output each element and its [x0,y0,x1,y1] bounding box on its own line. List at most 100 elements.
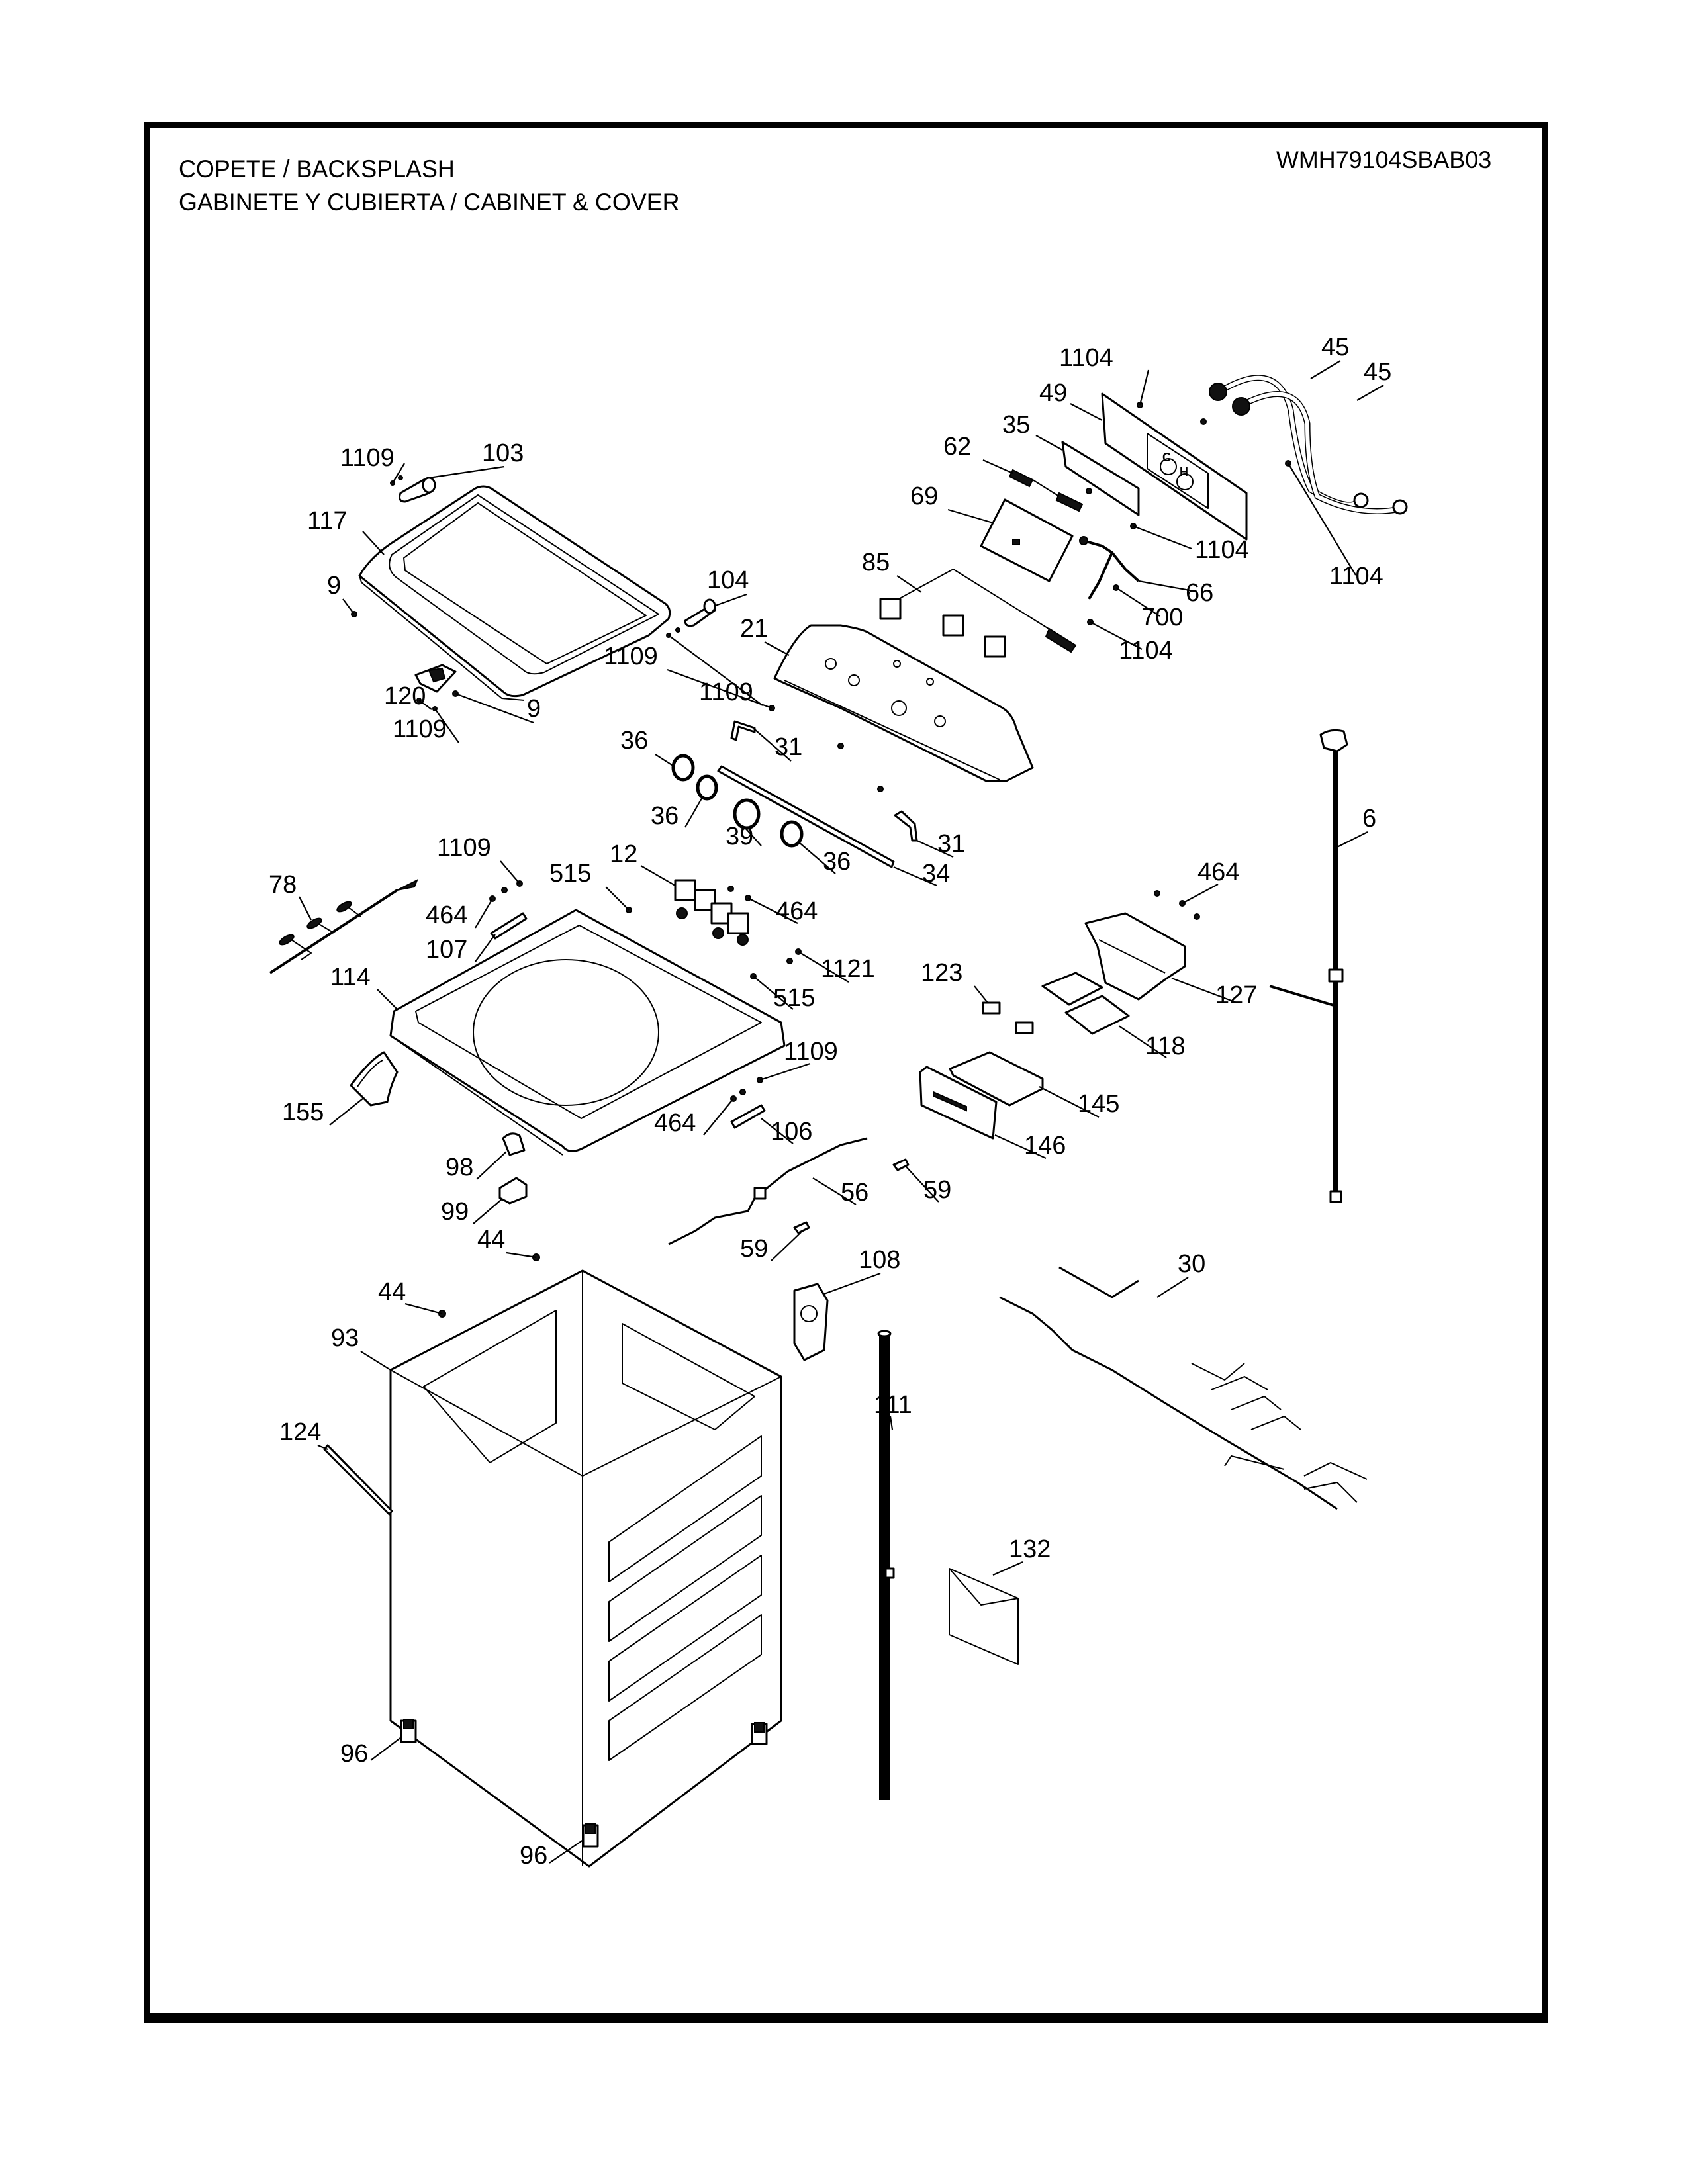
model-number: WMH79104SBAB03 [1276,146,1492,173]
callout-9: 9 [327,572,341,600]
part-103-hinge [399,477,436,503]
title-cabinet-cover: GABINETE Y CUBIERTA / CABINET & COVER [179,189,680,216]
callout-464: 464 [426,901,467,929]
callout-12: 12 [610,841,637,868]
callout-34: 34 [922,860,950,887]
part-104-hinge [684,598,716,627]
callout-98: 98 [445,1154,473,1181]
callout-44: 44 [378,1278,406,1306]
part-127-dispenser-housing [1084,912,1186,1001]
part-30-main-harness [999,1266,1368,1510]
part-21-control-panel [773,624,1034,782]
callout-103: 103 [482,439,524,467]
callout-108: 108 [859,1246,900,1274]
part-98 [502,1132,526,1156]
callout-107: 107 [426,936,467,964]
callout-45: 45 [1321,334,1349,361]
part-123 [982,1001,1034,1034]
callout-6: 6 [1362,805,1376,833]
part-107-latch [490,912,528,940]
part-146-facia [919,1066,998,1140]
callout-78: 78 [269,871,297,899]
callout-59: 59 [740,1235,768,1263]
callout-111: 111 [874,1391,912,1419]
part-12-water-valves [674,879,749,946]
callout-labels: 1104 45 45 49 35 62 1109 103 69 117 1104… [269,334,1391,1870]
part-124-rail [323,1444,393,1516]
callout-117: 117 [307,507,348,535]
callout-106: 106 [771,1118,812,1146]
callout-1109: 1109 [437,834,491,862]
callout-120: 120 [384,682,426,710]
callout-66: 66 [1186,579,1213,607]
part-66-700-harness [1079,536,1140,600]
callout-45: 45 [1364,358,1391,386]
callout-31: 31 [937,830,965,858]
callout-145: 145 [1078,1090,1119,1118]
callout-69: 69 [910,482,938,510]
callout-36: 36 [823,848,851,876]
callout-36: 36 [620,727,648,754]
callout-123: 123 [921,959,962,987]
callout-1104: 1104 [1195,536,1249,564]
part-108 [793,1283,829,1361]
callout-464: 464 [1197,858,1239,886]
part-45-inlet-hoses [1209,375,1408,515]
callout-114: 114 [330,964,371,991]
part-49-back-panel [1101,392,1248,541]
part-114-top-cover [389,909,786,1156]
callout-1121: 1121 [821,955,875,983]
callout-96: 96 [520,1842,547,1870]
part-118-drawers [1041,972,1130,1035]
callout-464: 464 [776,897,818,925]
callout-1109: 1109 [393,715,447,743]
callout-39: 39 [726,823,753,850]
callout-1104: 1104 [1119,637,1173,664]
callout-464: 464 [654,1109,696,1137]
callout-9: 9 [527,695,541,723]
part-132-literature [949,1568,1019,1665]
part-96-leveling-legs [400,1719,768,1848]
callout-49: 49 [1039,379,1067,407]
part-36-39-knobs [671,754,804,848]
callout-96: 96 [340,1740,368,1768]
part-85-switches [879,569,1077,658]
callout-515: 515 [549,860,591,887]
part-99 [498,1177,528,1205]
callout-31: 31 [774,733,802,761]
callout-1109: 1109 [699,678,753,706]
callout-99: 99 [441,1198,469,1226]
part-56-harness [668,1137,868,1246]
title-backsplash: COPETE / BACKSPLASH [179,156,455,183]
part-155-dispenser [350,1051,399,1107]
callout-1104: 1104 [1059,344,1113,372]
callout-36: 36 [651,802,679,830]
callout-104: 104 [707,567,749,594]
callout-700: 700 [1141,604,1183,631]
callout-85: 85 [862,549,890,576]
part-59-clips [793,1158,910,1234]
callout-62: 62 [943,433,971,461]
callout-146: 146 [1024,1132,1066,1160]
callout-59: 59 [923,1176,951,1204]
callout-127: 127 [1215,981,1257,1009]
part-62-bracket [1008,469,1084,512]
part-111-drain-hose [877,1330,895,1800]
cold-marking: C [1162,451,1171,464]
callout-155: 155 [282,1099,324,1126]
part-35-trim [1061,441,1140,516]
part-6-power-cord [1269,729,1348,1203]
callout-56: 56 [841,1179,868,1206]
part-69-control-board [980,498,1074,582]
part-93-cabinet [389,1269,782,1868]
part-34-rod [717,765,895,868]
callout-515: 515 [773,984,815,1012]
callout-44: 44 [477,1226,505,1253]
callout-35: 35 [1002,411,1030,439]
part-117-lid [358,485,671,701]
part-120-lid-lock [414,664,457,693]
callout-124: 124 [279,1418,321,1446]
callout-30: 30 [1178,1250,1205,1278]
callout-1109: 1109 [340,444,395,472]
